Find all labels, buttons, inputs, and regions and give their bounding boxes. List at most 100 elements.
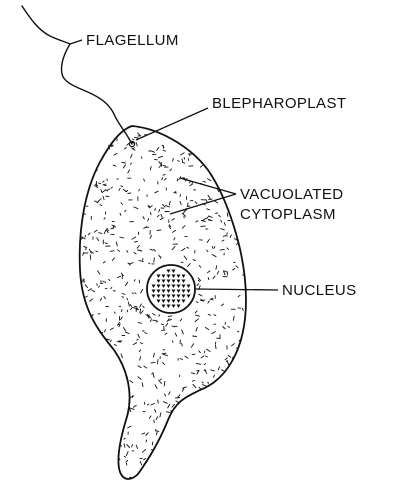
cytoplasm-stipple-mark <box>134 306 137 307</box>
cytoplasm-stipple-mark <box>140 309 141 313</box>
cytoplasm-stipple-mark <box>180 201 181 204</box>
cytoplasm-stipple-mark <box>158 156 162 157</box>
cytoplasm-stipple-mark <box>111 187 112 188</box>
cytoplasm-stipple-mark <box>112 258 114 260</box>
cytoplasm-stipple-mark <box>211 299 214 300</box>
cytoplasm-stipple-mark <box>103 184 106 185</box>
cytoplasm-stipple-mark <box>83 279 84 282</box>
cytoplasm-stipple-mark <box>201 356 204 358</box>
cytoplasm-stipple-mark <box>191 373 195 374</box>
cytoplasm-stipple-mark <box>141 289 143 293</box>
cytoplasm-stipple-mark <box>195 319 198 322</box>
cytoplasm-stipple-mark <box>159 209 160 212</box>
cytoplasm-stipple-mark <box>142 383 143 387</box>
cytoplasm-stipple-mark <box>160 256 161 258</box>
cytoplasm-stipple-mark <box>184 157 185 159</box>
cytoplasm-stipple-mark <box>169 392 170 395</box>
cytoplasm-stipple-mark <box>179 375 180 377</box>
cytoplasm-stipple-mark <box>128 426 131 428</box>
cytoplasm-stipple-mark <box>154 249 156 251</box>
cytoplasm-stipple-mark <box>207 239 209 242</box>
cytoplasm-stipple-mark <box>133 343 137 345</box>
cytoplasm-stipple-mark <box>118 250 120 252</box>
cytoplasm-stipple-mark <box>160 379 161 380</box>
cytoplasm-stipple-mark <box>172 404 174 407</box>
cytoplasm-stipple-mark <box>197 284 199 286</box>
cytoplasm-stipple-mark <box>207 217 209 219</box>
cytoplasm-stipple-mark <box>142 449 145 452</box>
cytoplasm-stipple-mark <box>100 205 102 206</box>
cytoplasm-stipple-mark <box>223 236 225 237</box>
cytoplasm-stipple-mark <box>103 281 106 282</box>
cytoplasm-stipple-mark <box>109 279 110 280</box>
cytoplasm-stipple-mark <box>214 201 217 203</box>
cytoplasm-stipple-mark <box>150 212 151 214</box>
cytoplasm-stipple-mark <box>208 301 209 303</box>
cytoplasm-stipple-mark <box>200 165 203 168</box>
cytoplasm-stipple-mark <box>146 433 148 436</box>
cytoplasm-stipple-mark <box>92 290 95 292</box>
cytoplasm-stipple-mark <box>216 266 217 270</box>
cytoplasm-stipple-mark <box>148 205 149 207</box>
cytoplasm-stipple-mark <box>182 344 183 346</box>
cytoplasm-stipple-mark <box>155 409 156 412</box>
cytoplasm-stipple-mark <box>107 179 108 181</box>
cytoplasm-stipple-mark <box>195 311 197 313</box>
cytoplasm-stipple-mark <box>143 306 145 308</box>
cytoplasm-stipple-mark <box>206 356 208 357</box>
cytoplasm-stipple-mark <box>124 456 126 457</box>
cytoplasm-stipple-mark <box>146 440 147 442</box>
cytoplasm-stipple-mark <box>150 236 152 239</box>
cytoplasm-stipple-mark <box>154 258 155 262</box>
cytoplasm-stipple-mark <box>83 253 84 256</box>
cytoplasm-stipple-mark <box>165 179 167 181</box>
flagellum <box>22 6 132 144</box>
cytoplasm-stipple-mark <box>195 202 197 204</box>
cytoplasm-stipple-mark <box>138 366 141 368</box>
cytoplasm-stipple-mark <box>138 377 141 379</box>
cytoplasm-stipple-mark <box>196 315 200 316</box>
cytoplasm-stipple-mark <box>192 381 194 382</box>
cytoplasm-stipple-mark <box>163 362 165 364</box>
cytoplasm-stipple-mark <box>125 282 127 286</box>
cytoplasm-stipple-mark <box>111 287 112 288</box>
cytoplasm-stipple-mark <box>196 302 198 303</box>
cytoplasm-stipple-mark <box>134 280 135 282</box>
cytoplasm-stipple-mark <box>157 147 159 150</box>
cytoplasm-stipple-mark <box>224 327 226 329</box>
cytoplasm-stipple-mark <box>127 445 130 448</box>
cytoplasm-stipple-mark <box>208 278 209 280</box>
cytoplasm-stipple-mark <box>213 375 214 377</box>
cytoplasm-stipple-mark <box>166 206 170 207</box>
cytoplasm-stipple-mark <box>164 382 165 386</box>
cytoplasm-stipple-mark <box>228 355 231 357</box>
cytoplasm-stipple-mark <box>141 311 144 314</box>
cytoplasm-stipple-mark <box>85 236 86 238</box>
cytoplasm-stipple-mark <box>199 387 200 389</box>
cytoplasm-stipple-mark <box>131 154 133 158</box>
cytoplasm-stipple-mark <box>139 189 140 191</box>
cytoplasm-stipple-mark <box>134 241 137 242</box>
cytoplasm-stipple-mark <box>182 330 184 334</box>
cytoplasm-stipple-mark <box>133 405 136 407</box>
cytoplasm-stipple-mark <box>122 294 125 295</box>
cytoplasm-stipple-mark <box>125 210 126 211</box>
cytoplasm-stipple-mark <box>132 293 133 294</box>
cytoplasm-stipple-mark <box>176 401 178 402</box>
cytoplasm-stipple-mark <box>140 357 141 361</box>
cytoplasm-stipple-mark <box>127 251 128 253</box>
cytoplasm-stipple-mark <box>161 324 163 325</box>
cytoplasm-stipple-mark <box>221 220 222 222</box>
cytoplasm-stipple-mark <box>88 233 90 235</box>
cytoplasm-stipple-mark <box>159 315 160 317</box>
cytoplasm-stipple-mark <box>105 330 106 333</box>
cytoplasm-stipple-mark <box>236 266 238 268</box>
cytoplasm-stipple-mark <box>157 215 159 217</box>
cytoplasm-stipple-mark <box>203 181 205 182</box>
cytoplasm-stipple-mark <box>119 188 120 190</box>
cytoplasm-stipple-mark <box>144 179 145 181</box>
cytoplasm-stipple-mark <box>203 218 206 220</box>
cytoplasm-stipple-mark <box>130 408 134 409</box>
cytoplasm-stipple-mark <box>132 237 136 239</box>
